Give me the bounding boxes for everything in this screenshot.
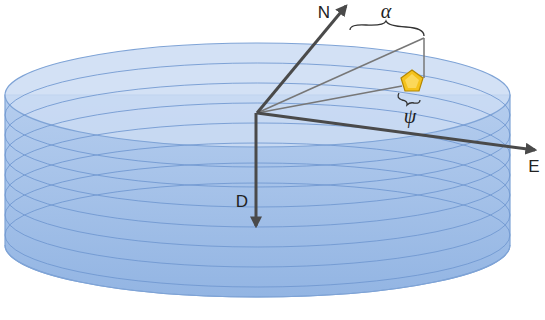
- cylinder-bottom: [5, 245, 510, 297]
- down-axis: [255, 113, 258, 226]
- vertical-line: [423, 38, 425, 78]
- water-layers: [5, 63, 510, 287]
- east-axis: [257, 113, 535, 150]
- axis-label: E: [528, 158, 539, 175]
- body-line: [257, 86, 402, 113]
- sensor-face: [405, 74, 419, 88]
- axis-label: D: [236, 193, 248, 210]
- heading-line: [257, 38, 424, 113]
- psi-brace: [398, 93, 420, 105]
- angle-label: ψ: [404, 106, 416, 126]
- alpha-brace: [350, 21, 424, 36]
- sensor-body: [401, 70, 423, 91]
- north-axis: [257, 6, 346, 113]
- axis-label: N: [318, 4, 330, 21]
- angle-label: α: [381, 1, 392, 21]
